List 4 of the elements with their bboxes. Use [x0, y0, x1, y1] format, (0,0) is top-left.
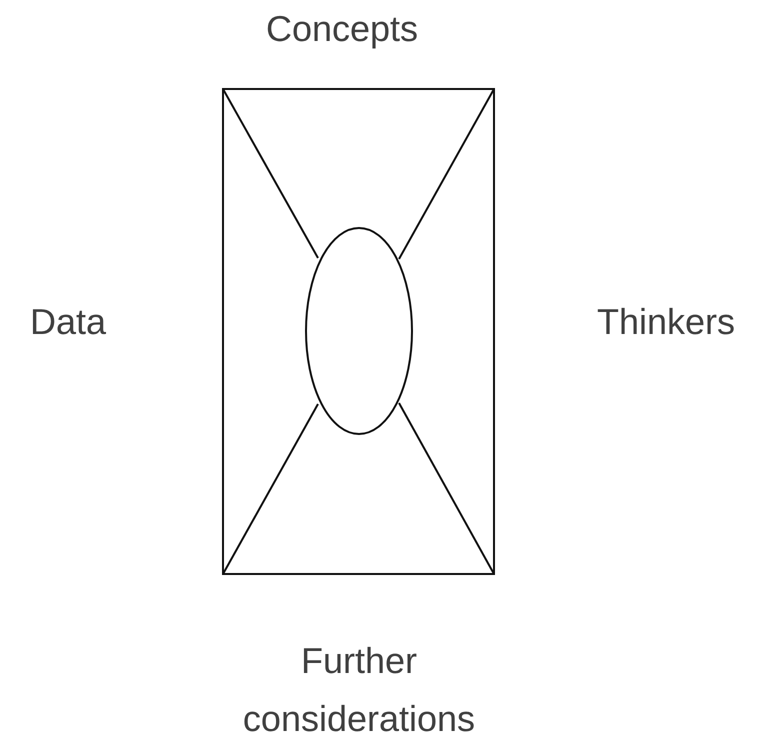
label: Further considerations [242, 639, 476, 741]
label: Thinkers [596, 300, 736, 344]
label: Concepts [264, 7, 420, 51]
label: Data [28, 300, 108, 344]
